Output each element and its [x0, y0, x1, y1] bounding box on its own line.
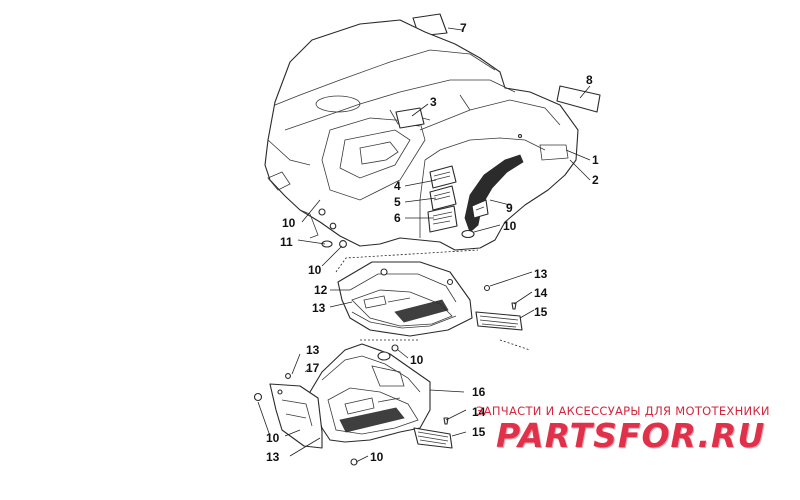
callout-1: 1 — [592, 153, 599, 167]
store-logo[interactable]: PARTSFOR.RU — [496, 416, 766, 455]
rivet-10-e — [329, 222, 337, 230]
callout-10-n: 10 — [410, 353, 424, 367]
callout-9: 9 — [506, 201, 513, 215]
right-footwell — [337, 261, 473, 337]
callout-6: 6 — [394, 211, 401, 225]
callout-13-b: 13 — [312, 301, 326, 315]
decal-8 — [556, 85, 601, 113]
callout-11: 11 — [280, 235, 293, 249]
callout-15-a: 15 — [534, 305, 548, 319]
screw-13-upper — [483, 284, 491, 292]
store-tagline: ЗАПЧАСТИ И АКСЕССУАРЫ ДЛЯ МОТОТЕХНИКИ — [476, 404, 770, 418]
washer-11 — [321, 240, 333, 248]
callout-labels: 7 8 3 1 2 4 5 6 9 10 10 11 10 13 14 15 1… — [266, 21, 599, 464]
callout-2: 2 — [592, 173, 599, 187]
callout-10-l: 10 — [282, 216, 296, 230]
callout-10-o: 10 — [266, 431, 280, 445]
callout-17: 17 — [306, 361, 320, 375]
callout-10-p: 10 — [370, 450, 384, 464]
rivet-10-a — [377, 351, 391, 361]
callout-10-r: 10 — [503, 219, 517, 233]
rivet-10-c — [253, 392, 263, 402]
left-footwell — [309, 343, 431, 443]
rivet-10-b — [391, 344, 399, 352]
leader-lines — [257, 27, 591, 463]
rear-fender — [264, 19, 579, 251]
callout-14-a: 14 — [534, 286, 548, 300]
callout-13-c: 13 — [306, 343, 320, 357]
callout-5: 5 — [394, 195, 401, 209]
callout-10-m: 10 — [308, 263, 322, 277]
callout-8: 8 — [586, 73, 593, 87]
rivet-10-d — [350, 458, 358, 466]
callout-4: 4 — [394, 179, 401, 193]
callout-15-b: 15 — [472, 425, 486, 439]
callout-13-d: 13 — [266, 450, 280, 464]
footrest-15-lower — [413, 427, 453, 449]
callout-16: 16 — [472, 385, 486, 399]
label-4 — [429, 165, 457, 189]
callout-13-a: 13 — [534, 267, 548, 281]
screw-14-upper — [511, 302, 517, 310]
callout-3: 3 — [430, 95, 437, 109]
callout-7: 7 — [460, 21, 467, 35]
callout-14-b: 14 — [472, 405, 486, 419]
callout-12: 12 — [314, 283, 328, 297]
